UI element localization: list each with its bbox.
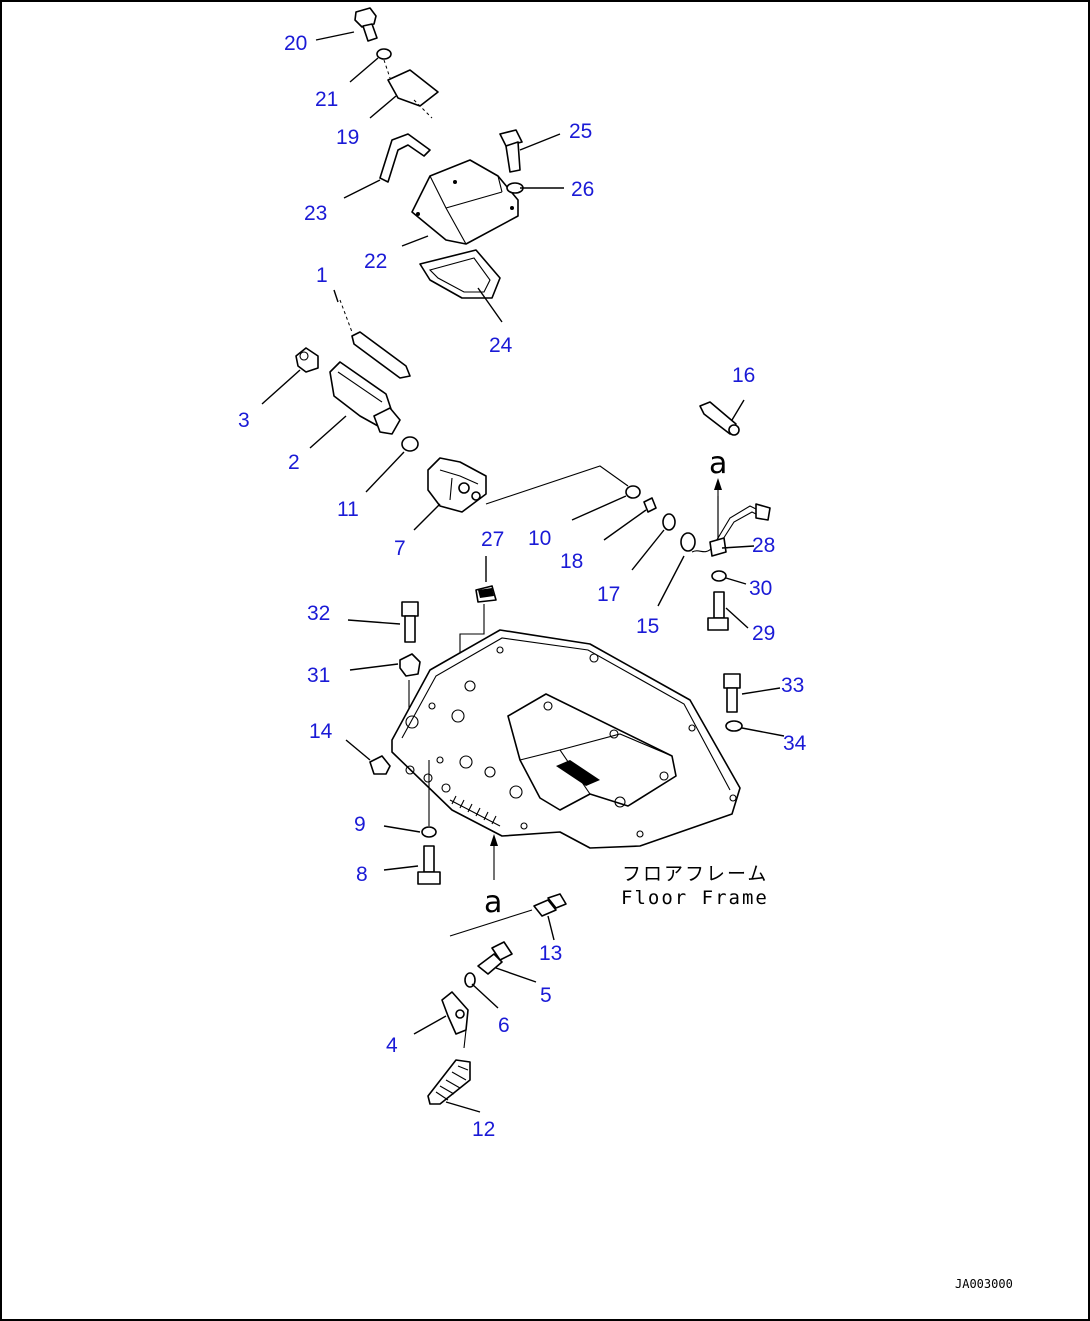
callout-25: 25 (569, 120, 592, 143)
reference-mark-a-lower: a (484, 885, 502, 920)
callout-15: 15 (636, 615, 659, 638)
callout-14: 14 (309, 720, 333, 743)
callout-20: 20 (284, 32, 307, 55)
part-29-bolt (707, 591, 729, 631)
callout-2: 2 (288, 451, 300, 474)
part-8-bolt (417, 845, 441, 885)
floor-frame-plate (391, 629, 741, 849)
callout-27: 27 (481, 528, 504, 551)
part-5-bolt (477, 941, 513, 975)
part-17-ring (662, 513, 676, 531)
part-4-bracket (441, 991, 469, 1049)
callout-5: 5 (540, 984, 552, 1007)
callout-18: 18 (560, 550, 583, 573)
part-2-switch (329, 361, 401, 435)
part-23-bracket (379, 133, 431, 183)
callout-17: 17 (597, 583, 620, 606)
callout-32: 32 (307, 602, 330, 625)
callout-13: 13 (539, 942, 562, 965)
part-11-ring (401, 436, 419, 452)
callout-22: 22 (364, 250, 387, 273)
drawing-code: JA003000 (955, 1277, 1013, 1291)
callout-3: 3 (238, 409, 250, 432)
floor-frame-label-jp: フロアフレーム (622, 863, 768, 885)
part-19-clamp (387, 69, 439, 107)
callout-7: 7 (394, 537, 406, 560)
part-21-washer (376, 48, 392, 60)
callout-28: 28 (752, 534, 775, 557)
part-9-washer (421, 826, 437, 838)
callout-16: 16 (732, 364, 755, 387)
part-32-bolt (401, 601, 419, 643)
part-20-bolt (354, 7, 378, 42)
callout-8: 8 (356, 863, 368, 886)
part-1-strip (351, 331, 411, 379)
callout-23: 23 (304, 202, 327, 225)
part-16-terminal (699, 401, 740, 436)
part-18-nut (643, 497, 657, 513)
callout-21: 21 (315, 88, 338, 111)
reference-mark-a-upper: a (709, 446, 727, 481)
part-13-fitting (533, 893, 567, 917)
part-22-cover (411, 159, 519, 245)
part-10-plug (625, 485, 641, 499)
part-6-washer (464, 972, 476, 988)
callout-11: 11 (337, 498, 359, 521)
callout-4: 4 (386, 1034, 398, 1057)
callout-34: 34 (783, 732, 807, 755)
callout-30: 30 (749, 577, 772, 600)
part-24-gasket (419, 249, 501, 299)
part-27-grommet (475, 585, 497, 603)
callout-6: 6 (498, 1014, 510, 1037)
leader-lines (261, 31, 785, 1113)
callout-31: 31 (307, 664, 330, 687)
callout-10: 10 (528, 527, 551, 550)
callout-9: 9 (354, 813, 366, 836)
callout-numbers: 20 21 19 23 22 24 25 26 1 3 2 11 7 10 18… (238, 32, 807, 1141)
callout-33: 33 (781, 674, 804, 697)
part-7-switch-housing (427, 457, 487, 513)
part-25-bolt (499, 129, 523, 173)
callout-26: 26 (571, 178, 594, 201)
callout-24: 24 (489, 334, 513, 357)
callout-19: 19 (336, 126, 359, 149)
callout-1: 1 (316, 264, 328, 287)
part-34-nut (725, 720, 743, 732)
part-15-connector (680, 532, 696, 552)
part-30-nut (711, 570, 727, 582)
part-31-nut (399, 653, 421, 677)
part-14-bushing (369, 755, 391, 775)
callout-29: 29 (752, 622, 775, 645)
floor-frame-label-en: Floor Frame (621, 887, 769, 909)
part-3-switch (295, 347, 319, 373)
part-33-bolt (723, 673, 741, 713)
callout-12: 12 (472, 1118, 495, 1141)
part-12-spring (427, 1059, 471, 1105)
